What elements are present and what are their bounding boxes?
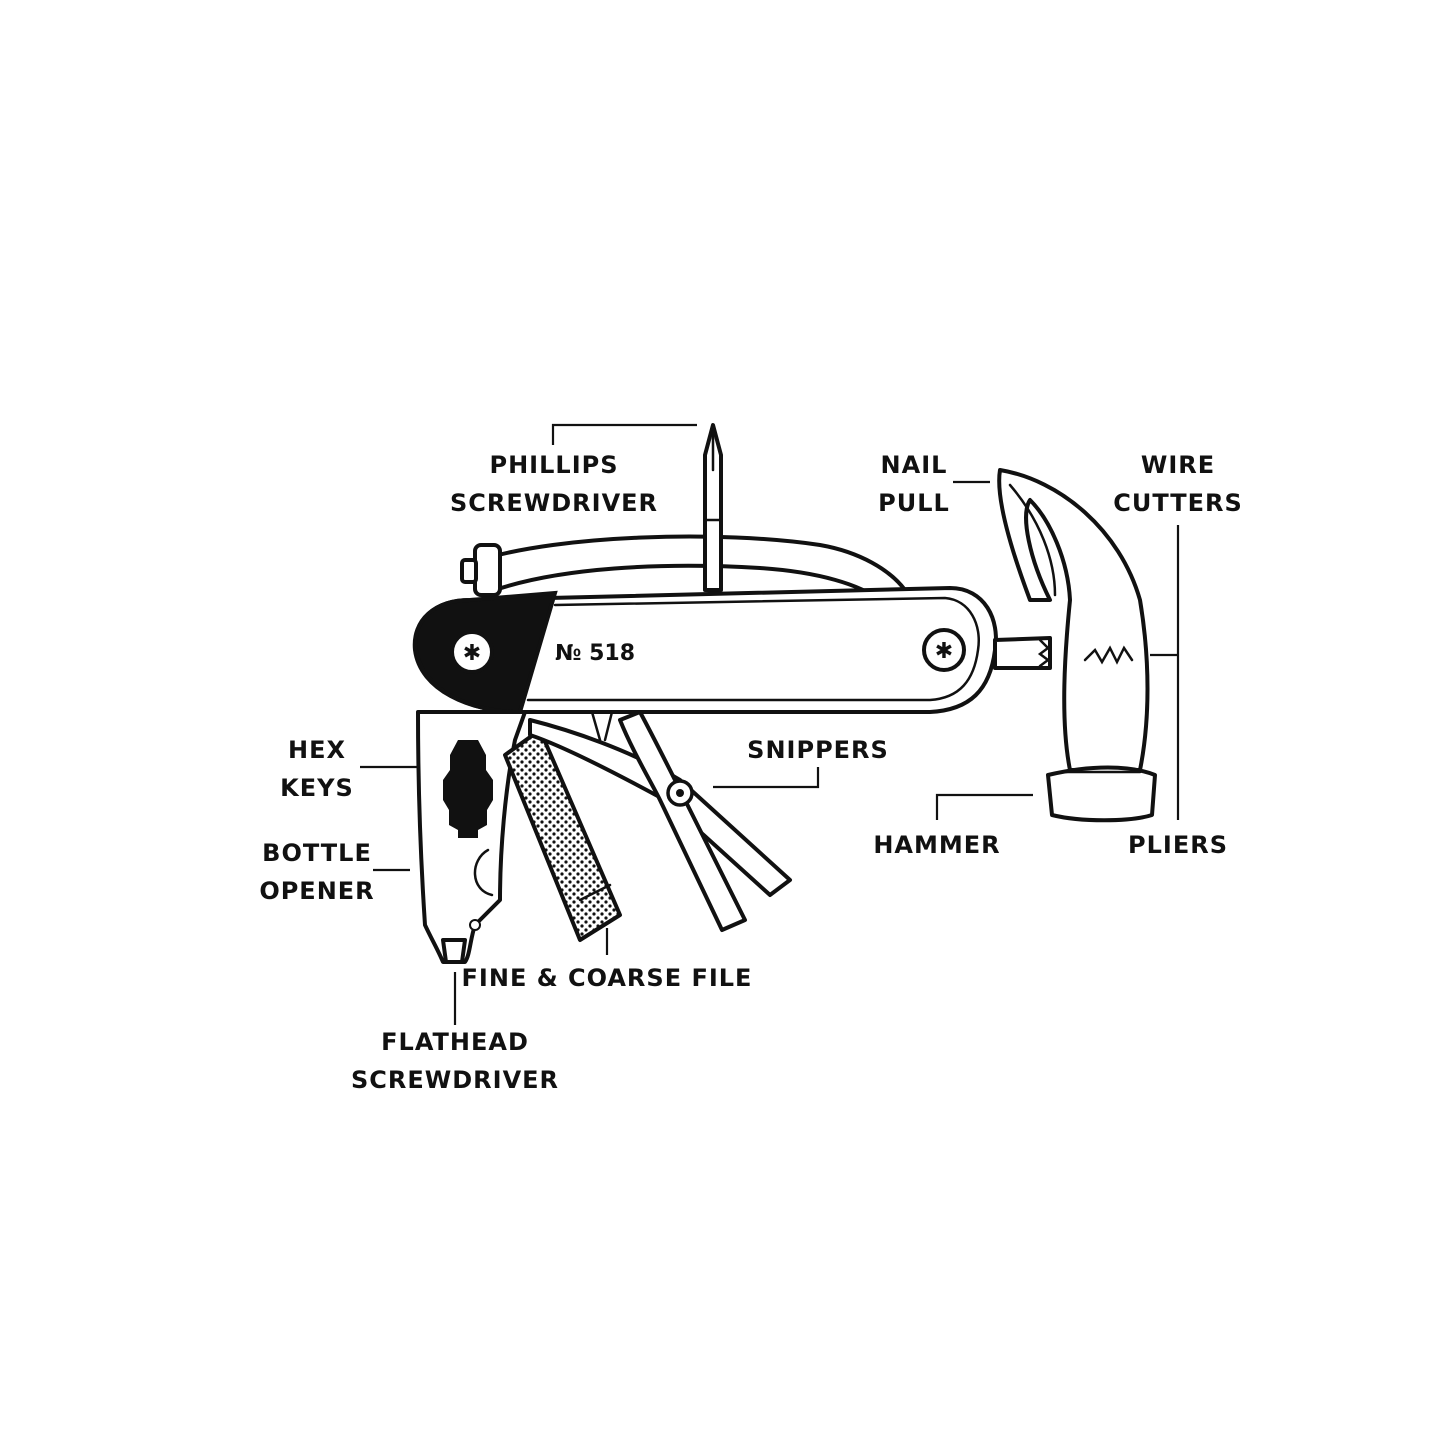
label-nail-pull-line1: NAIL <box>881 451 948 479</box>
main-handle: ✱ ✱ № 518 <box>412 586 1052 715</box>
label-wire-cutters-line1: WIRE <box>1141 451 1215 479</box>
label-phillips-line1: PHILLIPS <box>490 451 619 479</box>
label-hammer: HAMMER <box>873 831 1000 859</box>
label-fine-coarse-file: FINE & COARSE FILE <box>462 964 753 992</box>
svg-text:✱: ✱ <box>935 639 953 664</box>
right-pin-icon <box>922 628 966 672</box>
file-tool <box>503 728 622 942</box>
label-flathead-line1: FLATHEAD <box>381 1028 529 1056</box>
hammer-leader <box>935 793 1033 820</box>
snippers-leader <box>713 767 820 789</box>
label-bottle-opener-line2: OPENER <box>259 877 374 905</box>
multitool-illustration: ✱ ✱ № 518 <box>412 423 1157 964</box>
model-mark: № 518 <box>555 641 635 666</box>
svg-text:✱: ✱ <box>463 641 481 666</box>
label-bottle-opener-line1: BOTTLE <box>262 839 372 867</box>
phillips-screwdriver-tool <box>703 423 723 592</box>
hex-key-blade-tool <box>416 710 527 964</box>
label-nail-pull-line2: PULL <box>878 489 950 517</box>
hammer-head-tool <box>997 468 1157 823</box>
label-phillips-line2: SCREWDRIVER <box>450 489 658 517</box>
label-hex-keys-line2: KEYS <box>280 774 354 802</box>
label-hex-keys-line1: HEX <box>288 736 346 764</box>
left-pin-icon <box>450 630 494 674</box>
callout-labels: PHILLIPS SCREWDRIVER NAIL PULL WIRE CUTT… <box>259 451 1243 1094</box>
snippers-tool <box>528 710 792 932</box>
label-snippers: SNIPPERS <box>747 736 889 764</box>
label-flathead-line2: SCREWDRIVER <box>351 1066 559 1094</box>
leader-lines <box>360 423 1180 1025</box>
label-wire-cutters-line2: CUTTERS <box>1113 489 1243 517</box>
label-pliers: PLIERS <box>1128 831 1228 859</box>
phillips-leader <box>551 423 697 445</box>
